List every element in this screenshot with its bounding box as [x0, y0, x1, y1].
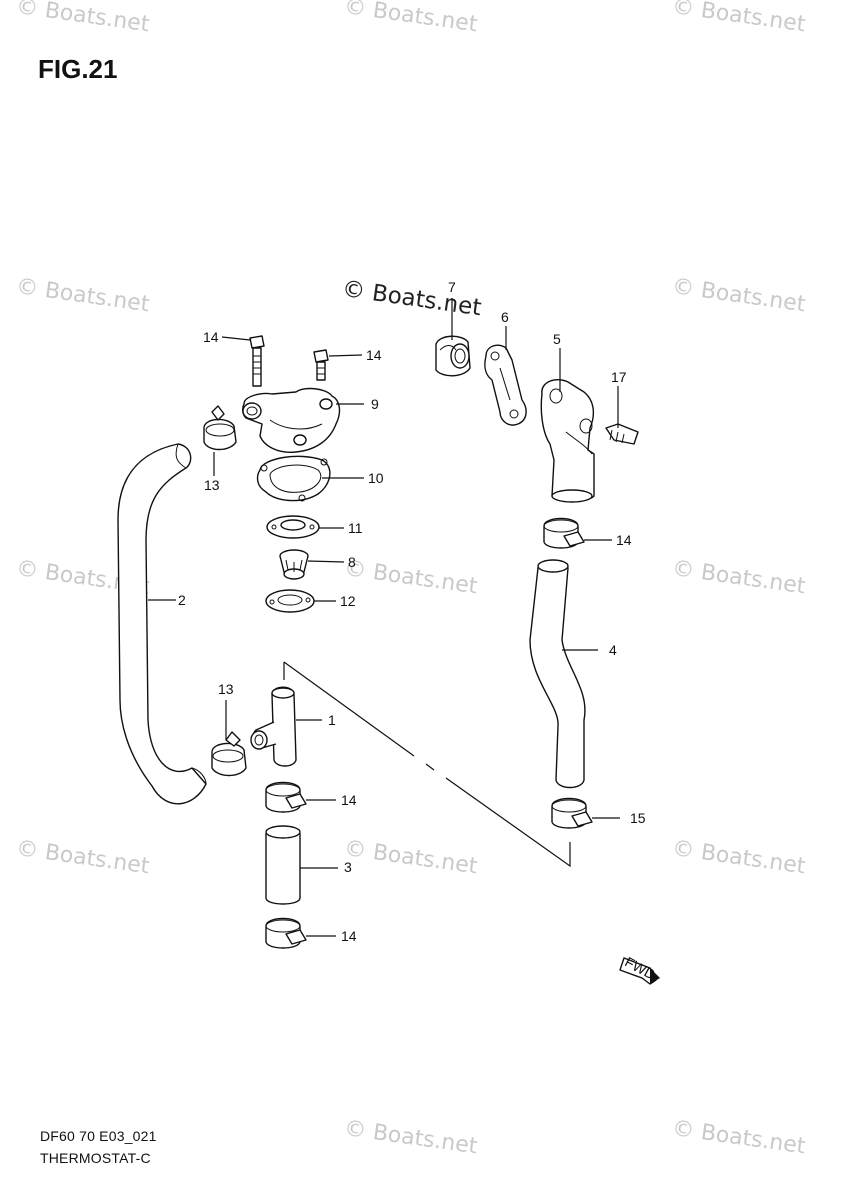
callout-13-lower: 13 — [218, 681, 234, 697]
callout-8: 8 — [348, 554, 356, 570]
leader-8 — [307, 560, 345, 563]
leader-15 — [328, 354, 363, 357]
callout-6: 6 — [501, 309, 509, 325]
clamp-14-right-lower — [551, 797, 593, 829]
callout-14-mid: 14 — [341, 792, 357, 808]
model-code: DF60 70 E03_021 — [40, 1128, 157, 1144]
thermostat-8 — [279, 549, 309, 580]
callout-12: 12 — [340, 593, 356, 609]
clamp-13-upper — [203, 405, 237, 451]
callout-14-right-lower: 15 — [630, 810, 646, 826]
seal-11 — [266, 515, 320, 539]
hose-2 — [117, 443, 207, 805]
callout-16: 14 — [203, 329, 219, 345]
fwd-arrow-icon: FWD — [619, 953, 660, 985]
bolt-16 — [249, 335, 265, 387]
gasket-10 — [256, 455, 331, 502]
leader-16 — [221, 336, 251, 341]
hose-3 — [265, 825, 301, 905]
clamp-13-lower — [211, 731, 247, 777]
callout-9: 9 — [371, 396, 379, 412]
housing-5 — [540, 378, 595, 503]
callout-1: 1 — [328, 712, 336, 728]
callout-13-upper: 13 — [204, 477, 220, 493]
t-joint-1 — [250, 686, 297, 767]
thermostat-cover-9 — [241, 387, 341, 453]
bolt-15 — [313, 349, 329, 381]
callout-14-right-upper: 14 — [616, 532, 632, 548]
part-7 — [435, 335, 471, 377]
gasket-12 — [265, 589, 315, 613]
callout-17: 17 — [611, 369, 627, 385]
figure-title: FIG.21 — [38, 54, 118, 84]
callout-4: 4 — [609, 642, 617, 658]
callout-11: 11 — [348, 520, 363, 536]
gasket-6 — [484, 344, 527, 426]
clamp-14-right-upper — [543, 517, 585, 549]
callout-10: 10 — [368, 470, 384, 486]
clamp-14-bottom — [265, 917, 307, 949]
fwd-label: FWD — [622, 953, 658, 982]
hose-4 — [529, 559, 586, 789]
callout-2: 2 — [178, 592, 186, 608]
clamp-14-mid — [265, 781, 307, 813]
callout-5: 5 — [553, 331, 561, 347]
callout-15: 14 — [366, 347, 382, 363]
assembly-line — [283, 661, 571, 868]
callout-14-bottom: 14 — [341, 928, 357, 944]
diagram-name: THERMOSTAT-C — [40, 1150, 151, 1166]
bolt-17 — [605, 423, 639, 445]
callout-7: 7 — [448, 279, 456, 295]
callout-3: 3 — [344, 859, 352, 875]
